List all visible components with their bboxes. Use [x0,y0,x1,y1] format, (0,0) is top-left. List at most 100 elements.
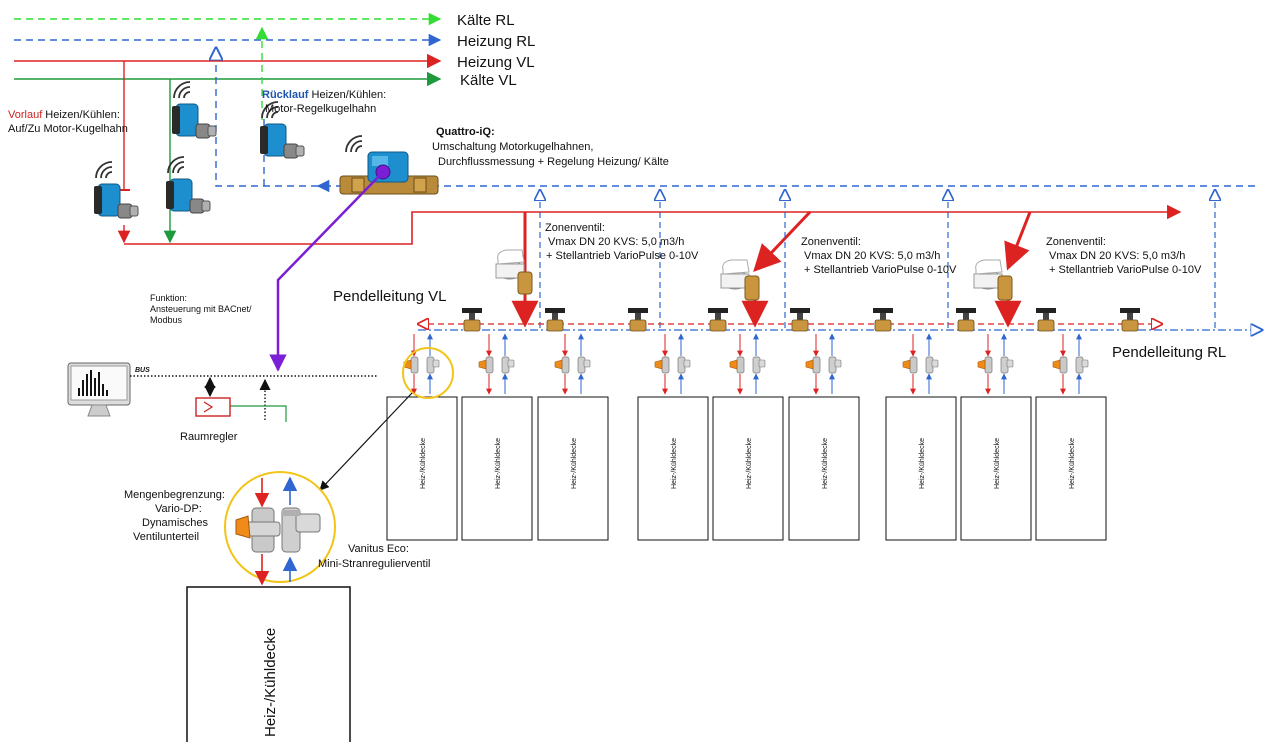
motor-valve [260,101,305,159]
funktion-label: Funktion: Ansteuerung mit BACnet/ Modbus [150,293,252,325]
orange-cap-icon [977,359,986,370]
svg-text:Umschaltung Motorkugelhahnen,: Umschaltung Motorkugelhahnen, [432,141,593,153]
raumregler-label: Raumregler [180,431,238,443]
detail-valves [235,476,321,586]
zone-valve-2 [720,259,760,301]
orange-cap-icon [902,359,911,370]
svg-text:Vorlauf Heizen/Kühlen:: Vorlauf Heizen/Kühlen: [8,109,120,121]
legend-heizung-rl: Heizung RL [457,33,535,50]
legend-heizung-vl: Heizung VL [457,54,535,71]
zone-valve-1 [495,249,533,295]
svg-text:Ventilunterteil: Ventilunterteil [133,531,199,543]
svg-text:Mini-Stranregulierventil: Mini-Stranregulierventil [318,558,431,570]
panel-label: Heiz-/Kühldecke [822,438,829,489]
zone-valve-3 [973,259,1013,301]
return-header [216,26,1255,193]
svg-text:+ Stellantrieb VarioPulse 0-10: + Stellantrieb VarioPulse 0-10V [546,250,699,262]
panel-label: Heiz-/Kühldecke [495,438,502,489]
vanitus-label: Vanitus Eco: Mini-Stranregulierventil [318,543,431,570]
ceiling-panel: Heiz-/Kühldecke [461,333,533,541]
quattro-label: Quattro-iQ: Umschaltung Motorkugelhahnen… [432,126,669,168]
svg-text:+ Stellantrieb VarioPulse 0-10: + Stellantrieb VarioPulse 0-10V [804,264,957,276]
svg-text:Durchflussmessung + Regelung H: Durchflussmessung + Regelung Heizung/ Kä… [438,156,669,168]
mengen-label: Mengenbegrenzung: Vario-DP: Dynamisches … [124,489,225,543]
wifi-icon [261,101,279,119]
panel-label: Heiz-/Kühldecke [671,438,678,489]
motor-valve [172,81,217,139]
orange-cap-icon [235,515,251,539]
detail-highlight-large [224,471,336,583]
ceiling-panel: Heiz-/Kühldecke [712,333,784,541]
motor-valves [94,81,305,219]
bus-label: BUS [135,367,150,374]
svg-text:Funktion:: Funktion: [150,293,187,303]
panel-label: Heiz-/Kühldecke [1069,438,1076,489]
wifi-icon [345,135,363,153]
panel-label: Heiz-/Kühldecke [571,438,578,489]
ball-valve [790,308,810,332]
detail-highlight-small [402,347,454,399]
svg-text:Auf/Zu Motor-Kugelhahn: Auf/Zu Motor-Kugelhahn [8,123,128,135]
svg-text:Mengenbegrenzung:: Mengenbegrenzung: [124,489,225,501]
detail-pointer [319,392,413,491]
motor-valve [166,156,211,214]
svg-text:Vanitus Eco:: Vanitus Eco: [348,543,409,555]
zonenventil-label-1: Zonenventil: Vmax DN 20 KVS: 5,0 m3/h + … [545,222,699,262]
ball-valve [628,308,648,332]
orange-cap-icon [554,359,563,370]
svg-text:Vmax DN 20 KVS: 5,0 m3/h: Vmax DN 20 KVS: 5,0 m3/h [804,250,940,262]
ball-valve [956,308,976,332]
ceiling-panel: Heiz-/Kühldecke [637,333,709,541]
svg-text:Motor-Regelkugelhahn: Motor-Regelkugelhahn [265,103,376,115]
ball-valve [462,308,482,332]
ceiling-panel: Heiz-/Kühldecke [537,333,609,541]
zone-return-risers [540,190,1215,328]
svg-text:+ Stellantrieb VarioPulse 0-10: + Stellantrieb VarioPulse 0-10V [1049,264,1202,276]
svg-text:Dynamisches: Dynamisches [142,517,209,529]
svg-text:Vmax DN 20 KVS: 5,0 m3/h: Vmax DN 20 KVS: 5,0 m3/h [548,236,684,248]
panel-label: Heiz-/Kühldecke [919,438,926,489]
ball-valve [1036,308,1056,332]
orange-cap-icon [478,359,487,370]
orange-cap-icon [654,359,663,370]
orange-cap-icon [805,359,814,370]
vorlauf-label: Vorlauf Heizen/Kühlen: Auf/Zu Motor-Kuge… [8,109,128,135]
ball-valve [1120,308,1140,332]
control-cable [269,171,384,372]
svg-text:Heiz-/Kühldecke: Heiz-/Kühldecke [262,628,279,737]
ball-valves [462,308,1140,332]
ruecklauf-label: Rücklauf Heizen/Kühlen: Motor-Regelkugel… [262,89,386,115]
svg-text:Quattro-iQ:: Quattro-iQ: [436,126,495,138]
wifi-icon [167,156,185,174]
svg-text:Ansteuerung mit BACnet/: Ansteuerung mit BACnet/ [150,304,252,314]
ceiling-panel: Heiz-/Kühldecke [1035,333,1107,541]
monitor-icon [67,362,131,417]
ceiling-panel: Heiz-/Kühldecke [386,333,458,541]
svg-text:Vmax DN 20 KVS: 5,0 m3/h: Vmax DN 20 KVS: 5,0 m3/h [1049,250,1185,262]
big-ceiling-panel: Heiz-/Kühldecke [186,586,351,742]
supply-drops [117,61,1182,245]
wifi-icon [173,81,191,99]
quattro-iq-meter [339,135,439,195]
ball-valve [873,308,893,332]
motor-valve [94,161,139,219]
panel-label: Heiz-/Kühldecke [746,438,753,489]
svg-text:Rücklauf Heizen/Kühlen:: Rücklauf Heizen/Kühlen: [262,89,386,101]
svg-text:Zonenventil:: Zonenventil: [545,222,605,234]
wifi-icon [95,161,113,179]
legend-kaelte-rl: Kälte RL [457,12,515,29]
ball-valve [708,308,728,332]
ceiling-panel: Heiz-/Kühldecke [885,333,957,541]
orange-cap-icon [1052,359,1061,370]
svg-text:Vario-DP:: Vario-DP: [155,503,202,515]
svg-text:Zonenventil:: Zonenventil: [1046,236,1106,248]
ceiling-panel: Heiz-/Kühldecke [960,333,1032,541]
zonenventil-label-2: Zonenventil: Vmax DN 20 KVS: 5,0 m3/h + … [801,236,957,276]
panel-label: Heiz-/Kühldecke [994,438,1001,489]
ceiling-panel: Heiz-/Kühldecke [788,333,860,541]
zonenventil-label-3: Zonenventil: Vmax DN 20 KVS: 5,0 m3/h + … [1046,236,1202,276]
ball-valve [545,308,565,332]
pendel-rl-label: Pendelleitung RL [1112,344,1226,361]
